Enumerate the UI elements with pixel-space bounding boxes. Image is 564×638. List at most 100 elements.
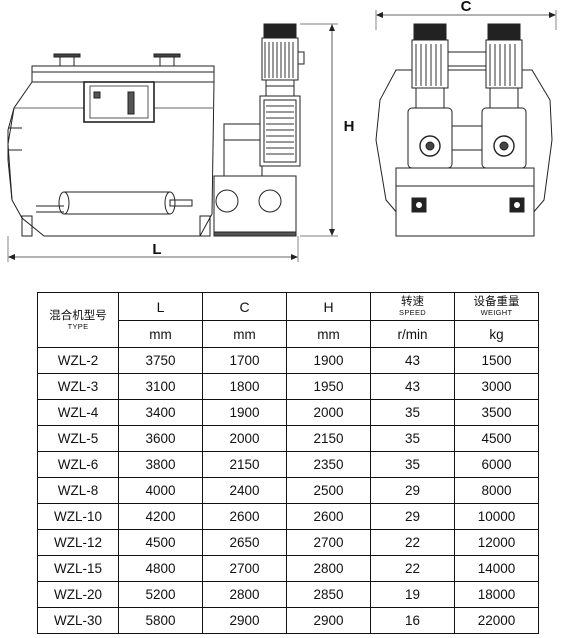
cell-model: WZL-30 [37, 607, 119, 634]
cell-speed: 43 [370, 347, 455, 374]
front-view [7, 23, 338, 262]
cell-speed: 35 [370, 425, 455, 452]
cell-model: WZL-6 [37, 451, 119, 478]
cell-weight: 10000 [454, 503, 539, 530]
cell-length: 4000 [118, 477, 203, 504]
cell-speed: 35 [370, 399, 455, 426]
cell-model: WZL-20 [37, 581, 119, 608]
cell-length: 3750 [118, 347, 203, 374]
cell-length: 3600 [118, 425, 203, 452]
cell-weight: 22000 [454, 607, 539, 634]
cell-weight: 4500 [454, 425, 539, 452]
cell-speed: 22 [370, 555, 455, 582]
cell-height: 2000 [286, 399, 371, 426]
cell-width: 2800 [202, 581, 287, 608]
cell-weight: 6000 [454, 451, 539, 478]
cell-width: 2700 [202, 555, 287, 582]
cell-speed: 29 [370, 503, 455, 530]
type-header-cn: 混合机型号 [49, 309, 107, 322]
cell-length: 4500 [118, 529, 203, 556]
cell-height: 2800 [286, 555, 371, 582]
cell-model: WZL-5 [37, 425, 119, 452]
cell-height: 2150 [286, 425, 371, 452]
cell-weight: 12000 [454, 529, 539, 556]
cell-speed: 29 [370, 477, 455, 504]
col-header-c: C [202, 292, 287, 321]
cell-width: 2600 [202, 503, 287, 530]
cell-height: 2700 [286, 529, 371, 556]
cell-width: 1900 [202, 399, 287, 426]
cell-width: 2000 [202, 425, 287, 452]
cell-width: 2650 [202, 529, 287, 556]
unit-speed: r/min [370, 320, 455, 348]
cell-speed: 35 [370, 451, 455, 478]
cell-length: 5200 [118, 581, 203, 608]
cell-length: 5800 [118, 607, 203, 634]
cell-model: WZL-10 [37, 503, 119, 530]
weight-header-en: WEIGHT [480, 308, 513, 317]
cell-speed: 19 [370, 581, 455, 608]
cell-length: 4800 [118, 555, 203, 582]
cell-weight: 3500 [454, 399, 539, 426]
cell-width: 1700 [202, 347, 287, 374]
spec-table: 混合机型号 TYPE L C H 转速 SPEED 设备重量 WEIGHT mm… [37, 292, 539, 634]
cell-weight: 8000 [454, 477, 539, 504]
cell-height: 2600 [286, 503, 371, 530]
unit-weight: kg [454, 320, 539, 348]
cell-width: 2150 [202, 451, 287, 478]
cell-width: 2900 [202, 607, 287, 634]
dim-label-h: H [344, 118, 355, 135]
cell-width: 1800 [202, 373, 287, 400]
dim-label-c: C [461, 0, 472, 15]
cell-speed: 16 [370, 607, 455, 634]
cell-model: WZL-8 [37, 477, 119, 504]
cell-length: 3800 [118, 451, 203, 478]
type-header: 混合机型号 TYPE [37, 292, 119, 348]
col-header-speed: 转速 SPEED [370, 292, 455, 321]
cell-height: 2350 [286, 451, 371, 478]
cell-model: WZL-15 [37, 555, 119, 582]
cell-speed: 22 [370, 529, 455, 556]
cell-height: 2500 [286, 477, 371, 504]
speed-header-cn: 转速 [401, 296, 424, 308]
cell-model: WZL-12 [37, 529, 119, 556]
cell-height: 2900 [286, 607, 371, 634]
machine-drawing: H L C [7, 0, 557, 262]
cell-weight: 18000 [454, 581, 539, 608]
cell-height: 1900 [286, 347, 371, 374]
cell-model: WZL-2 [37, 347, 119, 374]
cell-height: 1950 [286, 373, 371, 400]
col-header-weight: 设备重量 WEIGHT [454, 292, 539, 321]
unit-l: mm [118, 320, 203, 348]
type-header-en: TYPE [67, 321, 89, 331]
cell-weight: 1500 [454, 347, 539, 374]
cell-model: WZL-4 [37, 399, 119, 426]
cell-length: 3400 [118, 399, 203, 426]
unit-c: mm [202, 320, 287, 348]
cell-weight: 14000 [454, 555, 539, 582]
cell-width: 2400 [202, 477, 287, 504]
cell-weight: 3000 [454, 373, 539, 400]
col-header-h: H [286, 292, 371, 321]
cell-length: 4200 [118, 503, 203, 530]
col-header-l: L [118, 292, 203, 321]
side-view [375, 10, 557, 237]
speed-header-en: SPEED [399, 308, 426, 317]
weight-header-cn: 设备重量 [473, 296, 520, 308]
cell-height: 2850 [286, 581, 371, 608]
dim-label-l: L [152, 241, 161, 258]
cell-length: 3100 [118, 373, 203, 400]
cell-model: WZL-3 [37, 373, 119, 400]
